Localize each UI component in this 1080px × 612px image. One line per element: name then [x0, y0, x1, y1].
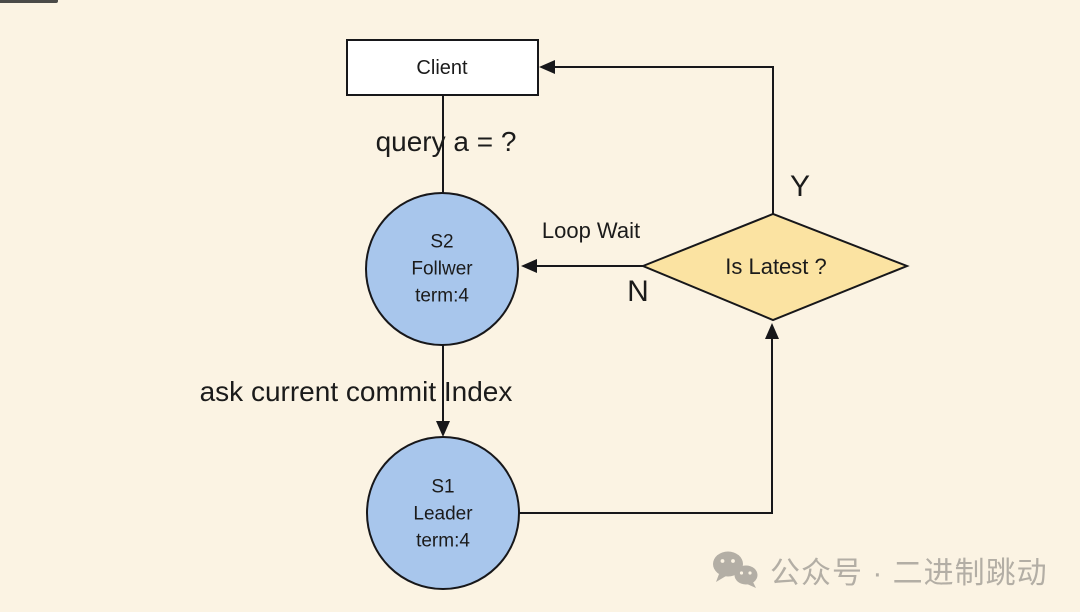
window-edge-fragment: [0, 0, 58, 3]
arrowhead-left-icon: [539, 60, 555, 74]
loop-wait-edge-label: Loop Wait: [541, 218, 641, 243]
s1-leader-node: [366, 436, 520, 590]
s2-node-role: Follwer: [411, 258, 473, 280]
edge-s1-to-decision: [519, 332, 773, 514]
s1-node-role: Leader: [413, 503, 473, 525]
arrowhead-left-icon: [521, 259, 537, 273]
watermark: 公众号 · 二进制跳动: [712, 548, 1048, 592]
arrowhead-up-icon: [765, 323, 779, 339]
query-edge-label: query a = ?: [375, 126, 517, 157]
no-branch-label: N: [627, 275, 649, 308]
s2-follower-node: [365, 192, 519, 346]
s2-node-name: S2: [430, 231, 454, 253]
wechat-icon: [713, 551, 758, 588]
watermark-text: 公众号 · 二进制跳动: [770, 557, 1048, 590]
is-latest-decision-label: Is Latest ?: [725, 254, 827, 279]
yes-branch-label: Y: [789, 170, 811, 203]
s1-node-term: term:4: [416, 530, 470, 552]
edge-decision-to-client: [547, 66, 774, 215]
s2-node-term: term:4: [415, 285, 469, 307]
is-latest-decision-node: [640, 212, 910, 322]
ask-commit-index-edge-label: ask current commit Index: [199, 376, 513, 407]
client-node: [346, 39, 539, 96]
client-node-label: Client: [416, 57, 468, 79]
s1-node-name: S1: [431, 476, 455, 498]
arrowhead-down-icon: [436, 421, 450, 437]
